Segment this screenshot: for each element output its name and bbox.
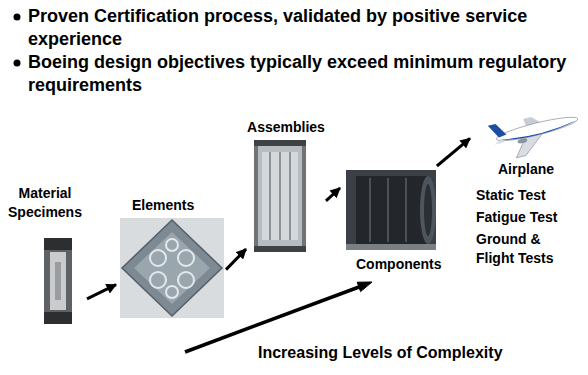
- flow-arrow: [226, 249, 246, 270]
- bullet-text: Boeing design objectives typically excee…: [28, 51, 584, 97]
- complexity-arrow: [185, 282, 372, 352]
- bullet-text: Proven Certification process, validated …: [28, 5, 584, 51]
- bullet-dot: [14, 14, 21, 21]
- stage-node: Elements: [116, 194, 226, 320]
- stage-label: Elements: [132, 196, 194, 215]
- element-photo: [120, 218, 224, 318]
- stage-label: Airplane: [498, 160, 554, 179]
- stage-label: Components: [356, 255, 442, 274]
- test-label: Fatigue Test: [476, 208, 557, 227]
- stage-node: Material Specimens: [5, 182, 87, 328]
- barrel-photo: [346, 170, 436, 250]
- flow-arrow: [326, 188, 340, 201]
- airplane-picture: [488, 104, 584, 162]
- assembly-photo: [254, 140, 306, 252]
- test-label: Static Test: [476, 186, 546, 205]
- bullet-dot: [14, 60, 21, 67]
- stage-label: Assemblies: [247, 118, 325, 137]
- stage-node: AirplaneStatic TestFatigue TestGround & …: [470, 104, 584, 276]
- stage-node: Assemblies: [246, 118, 326, 256]
- flow-arrow: [87, 285, 116, 299]
- specimen-photo: [44, 238, 72, 324]
- test-label: Ground & Flight Tests: [476, 230, 572, 268]
- stage-node: Components: [340, 166, 454, 276]
- stage-label: Material Specimens: [5, 184, 85, 222]
- axis-note: Increasing Levels of Complexity: [258, 343, 503, 363]
- flow-arrow: [437, 138, 470, 166]
